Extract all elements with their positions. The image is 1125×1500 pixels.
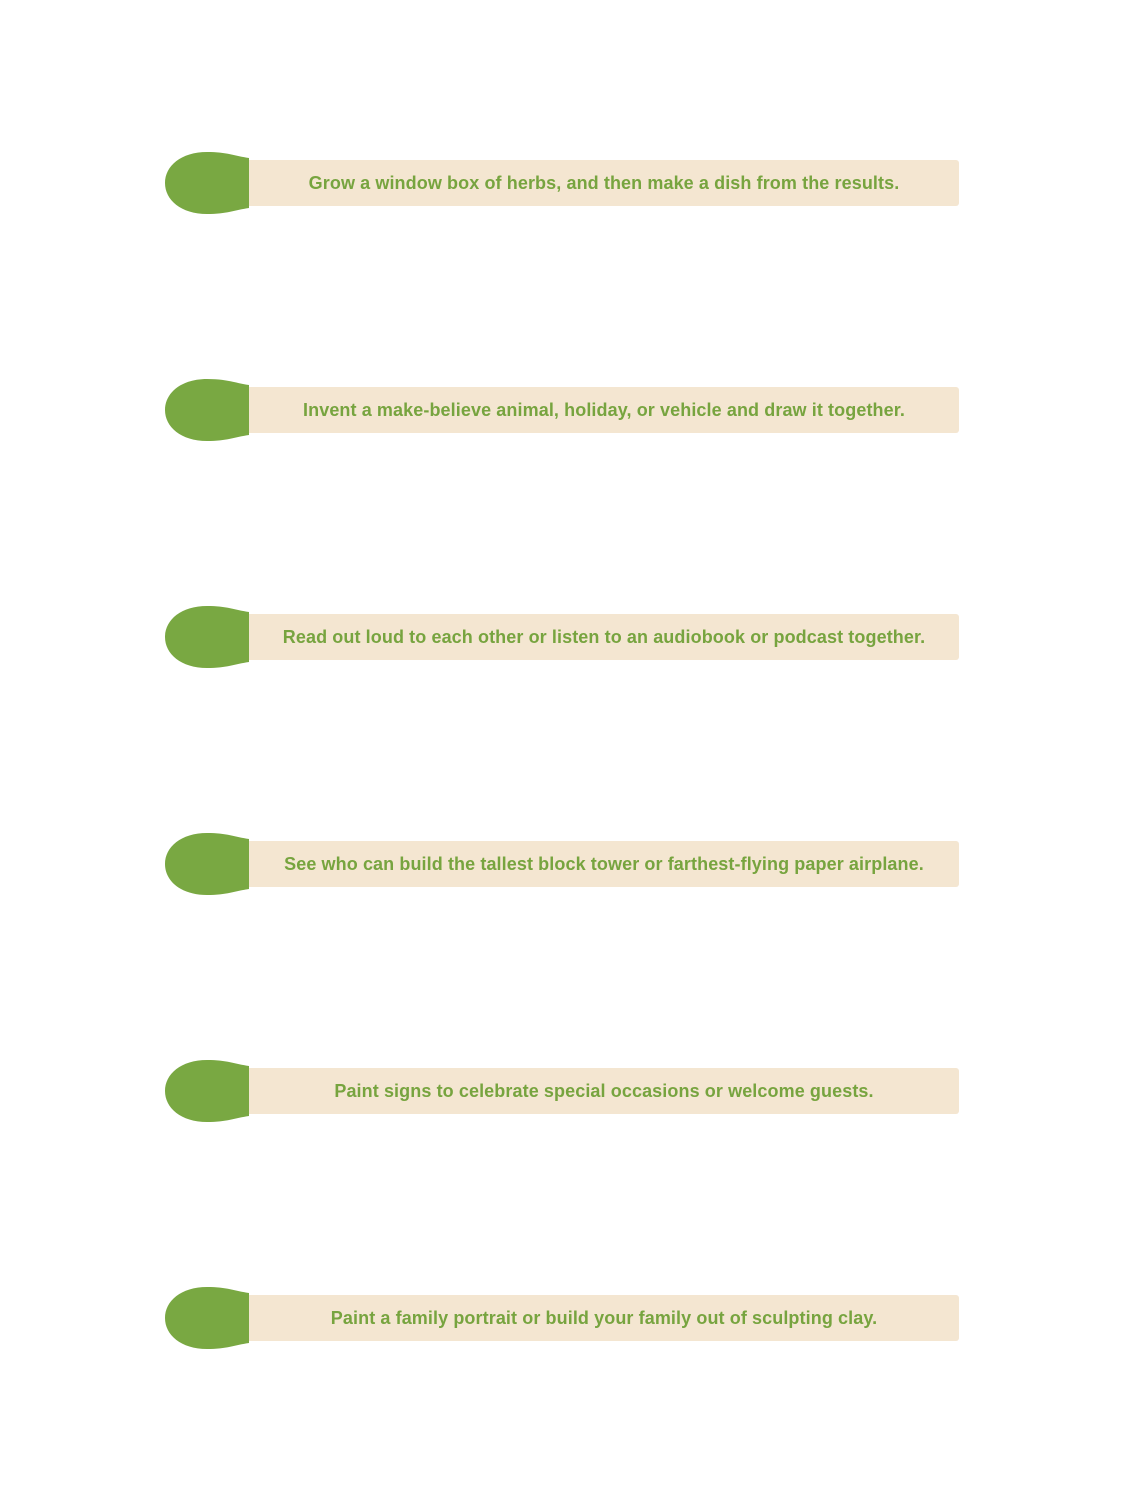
matchstick-item: Invent a make-believe animal, holiday, o… <box>165 379 959 441</box>
match-stick: Paint signs to celebrate special occasio… <box>249 1068 959 1114</box>
activity-label: Paint signs to celebrate special occasio… <box>334 1080 874 1101</box>
match-head-icon <box>165 606 249 668</box>
match-head-icon <box>165 1287 249 1349</box>
match-head-icon <box>165 152 249 214</box>
match-stick: See who can build the tallest block towe… <box>249 841 959 887</box>
match-head-icon <box>165 833 249 895</box>
activity-label: Invent a make-believe animal, holiday, o… <box>303 399 905 420</box>
activity-label: See who can build the tallest block towe… <box>284 853 924 874</box>
activity-label: Read out loud to each other or listen to… <box>282 626 926 647</box>
match-stick: Read out loud to each other or listen to… <box>249 614 959 660</box>
matchstick-item: See who can build the tallest block towe… <box>165 833 959 895</box>
matchstick-item: Read out loud to each other or listen to… <box>165 606 959 668</box>
activity-label: Paint a family portrait or build your fa… <box>330 1307 878 1328</box>
activity-label: Grow a window box of herbs, and then mak… <box>308 172 900 193</box>
matchstick-item: Paint a family portrait or build your fa… <box>165 1287 959 1349</box>
match-head-icon <box>165 379 249 441</box>
matchstick-item: Grow a window box of herbs, and then mak… <box>165 152 959 214</box>
match-head-icon <box>165 1060 249 1122</box>
match-stick: Paint a family portrait or build your fa… <box>249 1295 959 1341</box>
match-stick: Invent a make-believe animal, holiday, o… <box>249 387 959 433</box>
match-stick: Grow a window box of herbs, and then mak… <box>249 160 959 206</box>
matchstick-item: Paint signs to celebrate special occasio… <box>165 1060 959 1122</box>
